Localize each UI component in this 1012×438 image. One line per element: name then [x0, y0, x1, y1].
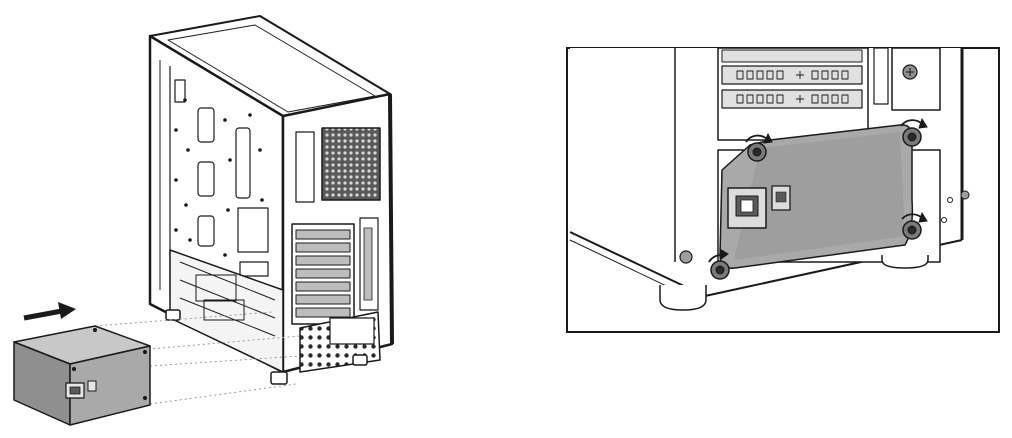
screw-icon	[745, 132, 773, 162]
psu-bay-rails	[179, 261, 276, 337]
insert-arrow-icon	[23, 302, 76, 321]
power-switch-icon	[87, 380, 97, 392]
expansion-slot	[721, 89, 863, 109]
psu-screws	[708, 117, 928, 280]
expansion-slot	[295, 307, 351, 318]
screw-icon	[679, 250, 693, 264]
pc-case	[148, 15, 394, 385]
power-supply-unit	[13, 325, 151, 426]
expansion-slot	[295, 294, 351, 305]
io-shield	[295, 131, 315, 203]
screw-icon	[901, 211, 928, 240]
motherboard-tray	[159, 60, 269, 296]
insertion-guide-lines	[94, 311, 301, 405]
screw-icon	[708, 248, 730, 280]
expansion-slot	[295, 281, 351, 292]
tray-screw-holes	[174, 98, 264, 257]
screw-icon	[900, 117, 928, 147]
expansion-slot	[295, 229, 351, 240]
psu-mount-frame	[329, 317, 375, 345]
case-feet	[165, 309, 368, 385]
expansion-slot	[721, 65, 863, 85]
expansion-slot	[721, 49, 863, 63]
expansion-slot	[295, 268, 351, 279]
detail-case-feet	[659, 255, 929, 311]
detail-view	[569, 47, 970, 311]
rear-fan-mesh	[321, 127, 381, 201]
case-edge	[388, 93, 394, 345]
power-socket-icon	[65, 382, 85, 399]
power-socket-icon	[727, 187, 767, 229]
psu-side-face	[69, 345, 151, 426]
expansion-slot	[295, 242, 351, 253]
expansion-slots	[291, 217, 379, 325]
expansion-slot	[295, 255, 351, 266]
detail-expansion-slots	[717, 47, 941, 141]
